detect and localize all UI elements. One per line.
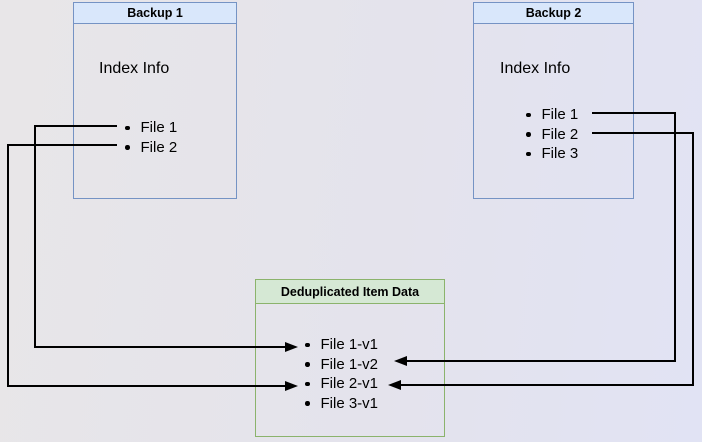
backup2-file-2-label: File 2 — [541, 125, 579, 143]
list-item: File 2 — [125, 138, 177, 158]
dedup-file-2-v1-label: File 2-v1 — [320, 375, 379, 393]
backup2-file-list: File 1 File 2 File 3 — [526, 105, 578, 164]
dedup-file-list: File 1-v1 File 1-v2 File 2-v1 File 3-v1 — [305, 335, 378, 413]
list-item: File 1-v1 — [305, 335, 378, 355]
list-item: File 2-v1 — [305, 374, 378, 394]
bullet-icon — [305, 362, 310, 367]
list-item: File 1 — [125, 118, 177, 138]
backup1-title: Backup 1 — [74, 3, 236, 24]
backup2-title: Backup 2 — [474, 3, 633, 24]
dedup-file-1-v1-label: File 1-v1 — [320, 336, 379, 354]
list-item: File 2 — [526, 125, 578, 145]
backup1-file-1-label: File 1 — [140, 119, 178, 137]
bullet-icon — [305, 342, 310, 347]
bullet-icon — [526, 132, 531, 137]
deduplicated-item-data-box: Deduplicated Item Data File 1-v1 File 1-… — [255, 279, 445, 437]
deduplicated-item-data-title: Deduplicated Item Data — [256, 280, 444, 304]
bullet-icon — [526, 151, 531, 156]
bullet-icon — [526, 112, 531, 117]
backup2-file-1-label: File 1 — [541, 106, 579, 124]
bullet-icon — [125, 145, 130, 150]
bullet-icon — [305, 381, 310, 386]
list-item: File 1 — [526, 105, 578, 125]
dedup-file-1-v2-label: File 1-v2 — [320, 355, 379, 373]
list-item: File 1-v2 — [305, 355, 378, 375]
backup1-file-2-label: File 2 — [140, 138, 178, 156]
backup2-index-info-label: Index Info — [500, 60, 571, 77]
backup1-file-list: File 1 File 2 — [125, 118, 177, 157]
dedup-file-3-v1-label: File 3-v1 — [320, 394, 379, 412]
bullet-icon — [305, 401, 310, 406]
list-item: File 3-v1 — [305, 394, 378, 414]
backup2-file-3-label: File 3 — [541, 145, 579, 163]
bullet-icon — [125, 125, 130, 130]
list-item: File 3 — [526, 144, 578, 164]
backup1-box: Backup 1 Index Info File 1 File 2 — [73, 2, 237, 199]
backup1-index-info-label: Index Info — [99, 60, 170, 77]
backup2-box: Backup 2 Index Info File 1 File 2 File 3 — [473, 2, 634, 199]
